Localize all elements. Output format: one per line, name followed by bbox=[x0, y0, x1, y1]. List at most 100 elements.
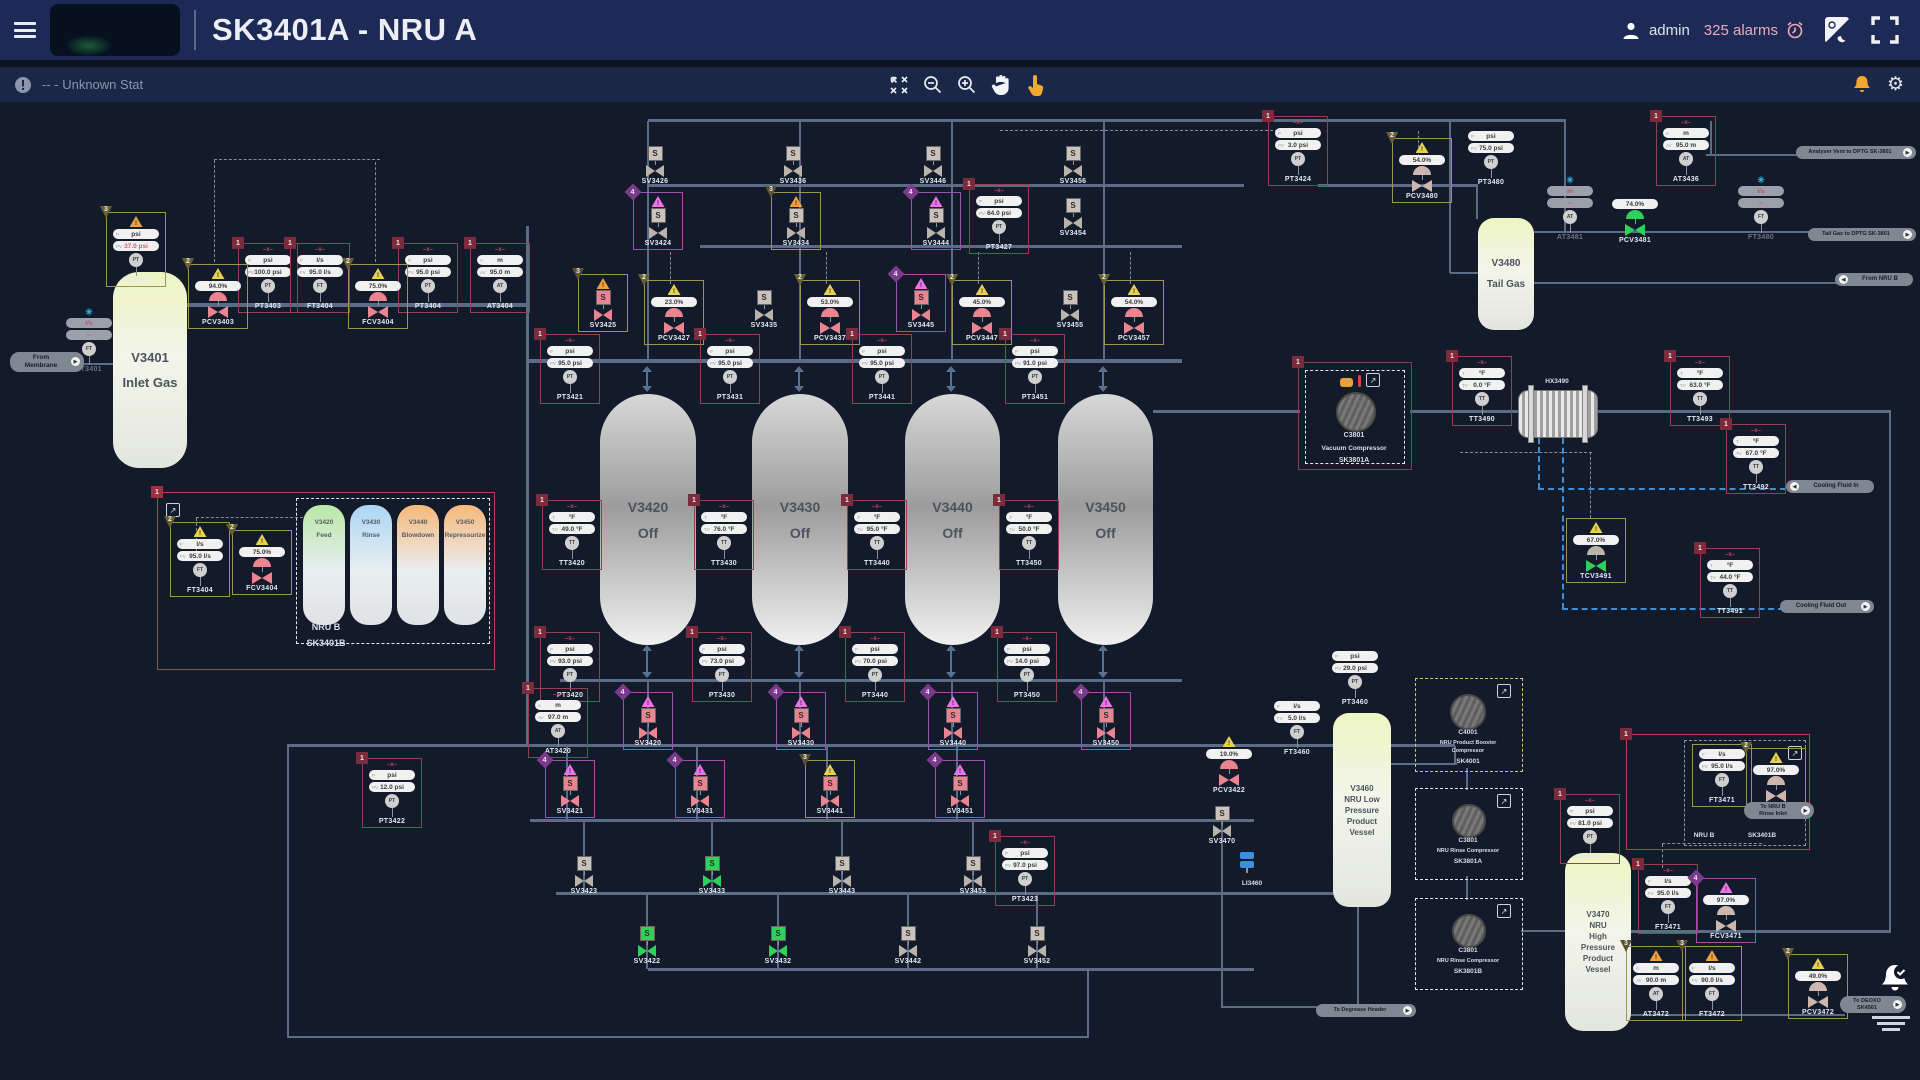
flag-to-degrease-header[interactable]: To Degrease Header▶ bbox=[1316, 1004, 1416, 1017]
flag-from-nru-b[interactable]: ◀From NRU B bbox=[1835, 273, 1913, 286]
valve-fcv3404[interactable]: 2!75.0%FCV3404 bbox=[226, 524, 292, 595]
nrub-open-icon[interactable]: ↗ bbox=[166, 503, 180, 517]
gear-icon[interactable]: ⚙ bbox=[1886, 74, 1904, 95]
pan-hand-icon[interactable] bbox=[991, 74, 1011, 96]
valve-pcv3457[interactable]: 2!54.0%PCV3457 bbox=[1098, 274, 1164, 345]
valve-fcv3471[interactable]: 4!97.0%FCV3471 bbox=[1687, 869, 1756, 943]
bell-icon[interactable] bbox=[1853, 75, 1871, 95]
layers-icon[interactable] bbox=[1872, 1014, 1912, 1034]
c3801a-open-icon[interactable]: ↗ bbox=[1497, 794, 1511, 808]
hamburger-menu-icon[interactable] bbox=[14, 22, 36, 38]
zoom-in-icon[interactable] bbox=[957, 75, 976, 94]
valve-pcv3427[interactable]: 2!23.0%PCV3427 bbox=[638, 274, 704, 345]
nrub-rinse-open-icon[interactable]: ↗ bbox=[1788, 746, 1802, 760]
fit-screen-icon[interactable] bbox=[890, 75, 908, 94]
valve-pcv3472[interactable]: 2!49.0%PCV3472 bbox=[1782, 948, 1848, 1019]
compressor-c3801b[interactable] bbox=[1452, 914, 1486, 948]
zoom-out-icon[interactable] bbox=[923, 75, 942, 94]
compressor-c3801a[interactable] bbox=[1452, 804, 1486, 838]
c4001-open-icon[interactable]: ↗ bbox=[1497, 684, 1511, 698]
user-menu[interactable]: admin bbox=[1621, 20, 1690, 40]
flag-analyser-vent[interactable]: Analyser Vent to DPTG SK-3801▶ bbox=[1796, 146, 1916, 159]
compressor-c3801-vacuum[interactable] bbox=[1336, 392, 1376, 432]
compressor-c4001[interactable] bbox=[1450, 694, 1486, 730]
flag-cooling-fluid-in[interactable]: ◀Cooling Fluid In bbox=[1786, 480, 1874, 493]
valve-pcv3403[interactable]: 2!94.0%PCV3403 bbox=[182, 258, 248, 329]
flag-tail-gas[interactable]: Tail Gas to DPTG SK-3801▶ bbox=[1808, 228, 1916, 241]
alarms-button[interactable]: 325 alarms bbox=[1704, 19, 1806, 41]
valve-pcv3481[interactable]: 74.0%PCV3481 bbox=[1608, 198, 1662, 244]
valve-pcv3480[interactable]: 2!54.0%PCV3480 bbox=[1386, 132, 1452, 203]
flag-cooling-fluid-out[interactable]: Cooling Fluid Out▶ bbox=[1780, 600, 1874, 613]
touch-pointer-icon[interactable] bbox=[1026, 74, 1044, 96]
valve-pcv3447[interactable]: 2!45.0%PCV3447 bbox=[946, 274, 1012, 345]
vacuum-compressor-open-icon[interactable]: ↗ bbox=[1366, 373, 1380, 387]
valve-pcv3437[interactable]: 2!53.0%PCV3437 bbox=[794, 274, 860, 345]
fullscreen-icon[interactable] bbox=[1868, 13, 1902, 47]
